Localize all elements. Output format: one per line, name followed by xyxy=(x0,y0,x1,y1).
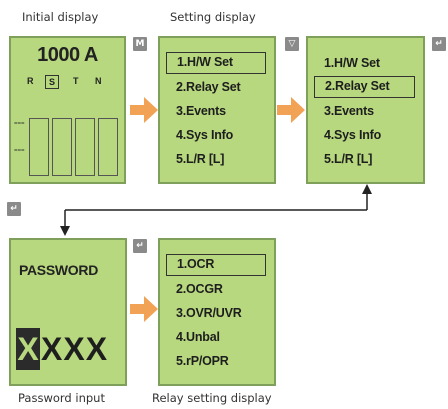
bar-graph xyxy=(29,118,118,176)
phase-s-selected: S xyxy=(45,75,59,89)
menu-item-lr[interactable]: 5.L/R [L] xyxy=(176,152,225,166)
bar-graph-column xyxy=(75,118,95,176)
password-hidden-chars: XXX xyxy=(41,331,109,367)
flow-arrow-right xyxy=(130,296,158,322)
menu-item-sys-info[interactable]: 4.Sys Info xyxy=(176,128,234,142)
phase-t: T xyxy=(73,76,79,86)
setting-display-panel-2: 1.H/W Set 2.Relay Set 3.Events 4.Sys Inf… xyxy=(306,36,425,184)
bar-marker-lower: === xyxy=(14,148,25,154)
menu-item-ocgr[interactable]: 2.OCGR xyxy=(176,282,223,296)
caption-initial-display: Initial display xyxy=(22,10,99,24)
password-cursor-char: X xyxy=(16,328,40,370)
menu-item-events[interactable]: 3.Events xyxy=(176,104,226,118)
down-key-icon: ▽ xyxy=(285,37,299,51)
initial-display-panel: 1000 A R S T N === === xyxy=(9,36,126,184)
enter-key-icon: ↵ xyxy=(7,202,21,216)
flow-arrow-right xyxy=(130,97,158,123)
menu-item-sys-info[interactable]: 4.Sys Info xyxy=(324,128,382,142)
caption-setting-display: Setting display xyxy=(170,10,256,24)
setting-display-panel: 1.H/W Set 2.Relay Set 3.Events 4.Sys Inf… xyxy=(158,36,276,184)
phase-row: R S T N xyxy=(27,75,117,91)
bar-marker-upper: === xyxy=(14,121,25,127)
menu-item-events[interactable]: 3.Events xyxy=(324,104,374,118)
enter-key-icon: ↵ xyxy=(133,239,147,253)
enter-key-icon: ↵ xyxy=(432,37,446,51)
password-field[interactable]: X XXX xyxy=(16,328,122,370)
menu-item-rp-opr[interactable]: 5.rP/OPR xyxy=(176,354,229,368)
menu-item-relay-set-selected[interactable]: 2.Relay Set xyxy=(314,76,415,98)
phase-n: N xyxy=(95,76,102,86)
relay-setting-panel: 1.OCR 2.OCGR 3.OVR/UVR 4.Unbal 5.rP/OPR xyxy=(158,238,276,386)
caption-password-input: Password input xyxy=(18,391,105,405)
flow-arrow-right xyxy=(277,97,305,123)
menu-item-relay-set[interactable]: 2.Relay Set xyxy=(176,80,241,94)
bar-graph-column xyxy=(52,118,72,176)
caption-relay-setting-display: Relay setting display xyxy=(152,391,272,405)
bar-graph-column xyxy=(29,118,49,176)
bar-graph-column xyxy=(98,118,118,176)
password-input-panel: PASSWORD X XXX xyxy=(9,238,127,386)
menu-item-ovr-uvr[interactable]: 3.OVR/UVR xyxy=(176,306,242,320)
password-title: PASSWORD xyxy=(19,262,99,278)
menu-item-hw-set[interactable]: 1.H/W Set xyxy=(324,56,380,70)
menu-item-ocr-selected[interactable]: 1.OCR xyxy=(166,254,266,276)
phase-r: R xyxy=(27,76,34,86)
menu-key-icon: M xyxy=(133,37,147,51)
current-reading: 1000 A xyxy=(37,44,98,66)
menu-item-hw-set-selected[interactable]: 1.H/W Set xyxy=(166,52,266,74)
menu-item-unbal[interactable]: 4.Unbal xyxy=(176,330,220,344)
menu-item-lr[interactable]: 5.L/R [L] xyxy=(324,152,373,166)
